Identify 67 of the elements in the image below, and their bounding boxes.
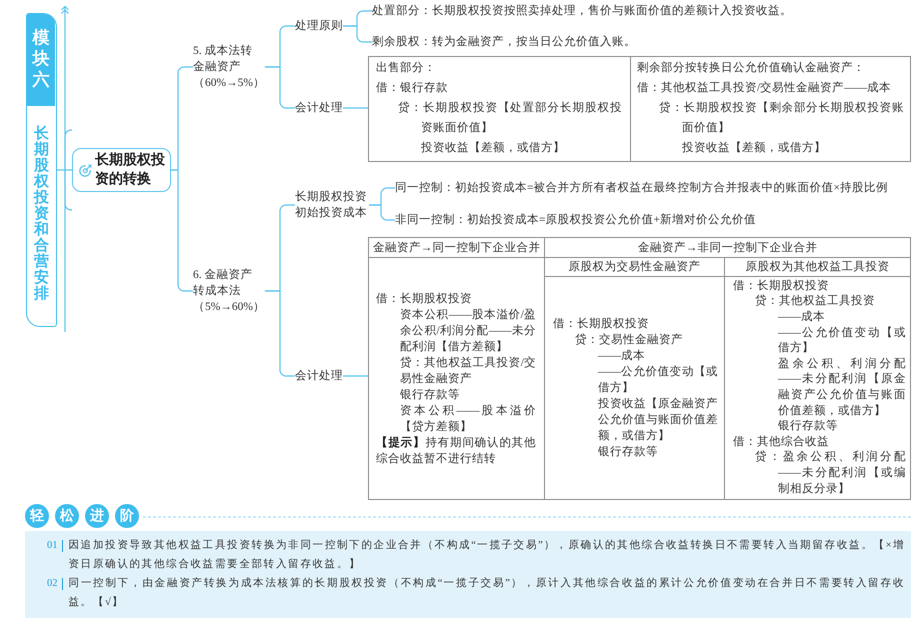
topic-title: 长期股权投资的转换 — [95, 151, 166, 189]
connector-line — [369, 204, 395, 221]
item-number: 02 — [47, 578, 62, 590]
journal-line: 银行存款等 — [777, 419, 839, 434]
journal-line: 资本公积——股本溢价【贷方差额】 — [399, 404, 536, 434]
journal-line: 出售部分： — [376, 60, 437, 76]
journal-line: 借：长期股权投资 — [733, 278, 830, 294]
ratio-range: （60%→5%） — [193, 76, 265, 91]
journal-line: 借：其他权益工具投资/交易性金融资产——成本 — [637, 80, 892, 96]
rule-text: 处置部分：长期股权投资按照卖掉处理，售价与账面价值的差额计入投资收益。 — [372, 3, 792, 19]
journal-line: 投资收益【原金融资产公允价值与账面价值差额，或借方】 — [597, 396, 718, 444]
journal-line: 投资收益【差额，或借方】 — [681, 140, 827, 156]
column-header: 金融资产→同一控制下企业合并 — [372, 240, 540, 256]
note-text: 因追加投资导致其他权益工具投资转换为非同一控制下的企业合并（不构成“一揽子交易”），原确认的其他综合收益转换日不需要转入当期留存收益。【×增资日原确认的其他综合收益需要全部转入留存收益。】 — [68, 538, 905, 572]
journal-line: 投资收益【差额，或借方】 — [420, 140, 566, 156]
journal-line: ——公允价值变动【或借方】 — [597, 364, 718, 396]
journal-line: 借：长期股权投资 — [553, 316, 650, 332]
module-tab — [26, 13, 57, 327]
table-cell — [725, 258, 910, 277]
rule-text: 非同一控制：初始投资成本=原股权投资公允价值+新增对价公允价值 — [395, 212, 756, 228]
table-frame — [368, 237, 911, 500]
branch-label: 处理原则 — [295, 18, 343, 34]
branch-label: 会计处理 — [295, 100, 343, 116]
journal-line: 盈余公积、利润分配——未分配利润【原金融资产公允价值与账面价值差额，或借方】 — [777, 356, 906, 419]
journal-line: 借：其他综合收益 — [733, 434, 830, 450]
column-header: 原股权为其他权益工具投资 — [746, 260, 890, 275]
branch-label: 长期股权投资初始投资成本 — [295, 190, 368, 221]
table-cell — [545, 258, 725, 277]
module-tab-heading: 模块六 — [27, 14, 55, 106]
journal-line: 贷：长期股权投资【处置部分长期股权投资账面价值】 — [397, 100, 622, 136]
connector-line — [343, 25, 372, 43]
journal-line: 资本公积——股本溢价/盈余公积/利润分配——未分配利润【借方差额】 — [399, 308, 536, 354]
journal-line: 银行存款等 — [399, 388, 461, 402]
connector-line — [343, 107, 368, 109]
journal-line: ——成本 — [777, 310, 826, 326]
branch-title: 5. 成本法转金融资产 — [193, 44, 254, 75]
journal-line: ——公允价值变动【或借方】 — [777, 326, 906, 356]
journal-line: 贷：盈余公积、利润分配——未分配利润【或编制相反分录】 — [754, 450, 906, 497]
branch-title: 6. 金融资产转成本法 — [193, 268, 254, 299]
journal-line: 贷：交易性金融资产 — [574, 332, 684, 348]
column-header: 金融资产→非同一控制下企业合并 — [638, 240, 818, 256]
item-number: 01 — [47, 540, 62, 552]
branch-label: 会计处理 — [295, 368, 343, 384]
journal-line: 贷：其他权益工具投资/交易性金融资产 — [399, 355, 536, 386]
topic-box — [72, 148, 171, 192]
journal-line: 银行存款等 — [597, 444, 659, 460]
column-header: 原股权为交易性金融资产 — [568, 259, 700, 275]
connector-line — [343, 375, 368, 377]
journal-line: 借：长期股权投资 — [376, 292, 473, 306]
module-title: 长期股权投资和合营安排 — [34, 125, 49, 301]
journal-line: 贷：其他权益工具投资 — [754, 294, 876, 310]
journal-line: ——成本 — [597, 348, 646, 364]
connector-line — [171, 169, 193, 292]
journal-line: 借：银行存款 — [376, 80, 449, 96]
connector-line — [264, 66, 295, 109]
rule-text: 剩余股权：转为金融资产，按当日公允价值入账。 — [372, 34, 636, 50]
journal-line: 贷：长期股权投资【剩余部分长期股权投资账面价值】 — [658, 100, 904, 136]
journal-line: 【提示】持有期间确认的其他综合收益暂不进行结转 — [376, 435, 536, 466]
table-frame — [368, 56, 911, 162]
note-text: 同一控制下，由金融资产转换为成本法核算的长期股权投资（不构成“一揽子交易”），原计入其他综合收益的累计公允价值变动在合并日不需要转入留存收益。【√】 — [68, 576, 905, 610]
journal-line: 剩余部分按转换日公允价值确认金融资产： — [637, 60, 866, 76]
ratio-range: （5%→60%） — [193, 300, 265, 315]
rule-text: 同一控制：初始投资成本=被合并方所有者权益在最终控制方合并报表中的账面价值×持股比例 — [395, 180, 888, 196]
section-heading: 轻松进阶 — [25, 504, 139, 528]
connector-line — [57, 169, 72, 171]
table-cell — [369, 238, 545, 258]
connector-line — [264, 290, 295, 377]
